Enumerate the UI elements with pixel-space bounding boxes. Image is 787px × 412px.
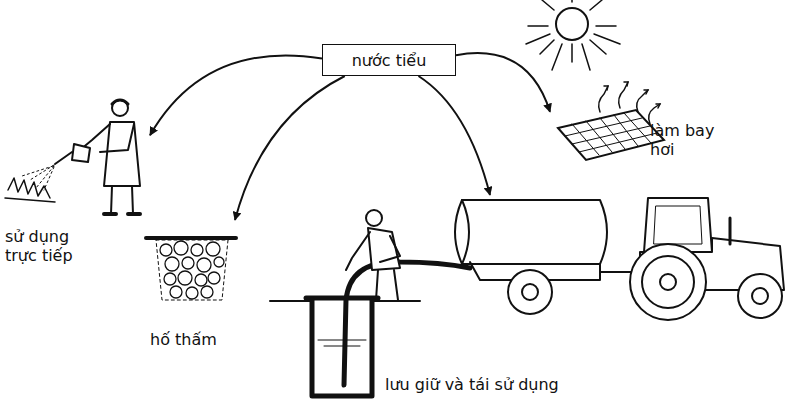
vapour-heads [604,82,660,108]
cab-window [654,206,702,244]
boots [104,212,140,216]
coat [104,122,140,186]
sun-rays [526,0,620,70]
ground [146,236,236,240]
rear-wheel [630,244,706,320]
trailer-wheel [508,270,552,314]
arm [100,124,134,152]
tank-end [462,200,469,264]
option-label: sử dụng trực tiếp [5,227,89,265]
tractor-cab [644,198,712,252]
use-option: hố thấm [145,220,245,352]
use-option: làm bay hơi [550,95,735,175]
storage-scene [270,198,784,396]
flow-arrow [456,53,550,112]
box-label: nước tiểu [352,51,427,70]
watering-man [5,100,140,214]
use-option: lưu giữ và tái sử dụng [290,195,785,407]
source-box: nước tiểu [322,44,456,76]
hub [522,284,538,300]
front-wheel [738,274,782,318]
soak-pit [146,238,236,300]
flow-arrow [150,55,322,135]
stones [160,241,224,299]
head [112,100,128,116]
tank [455,200,607,264]
vapour-arrows [599,82,660,124]
head [366,210,382,226]
evaporation-scene [526,0,664,160]
use-option: sử dụng trực tiếp [5,95,150,270]
urine-level [318,340,366,346]
hair [112,100,128,104]
hub [660,274,676,290]
rim [642,256,694,308]
option-label: hố thấm [150,330,217,349]
legs [376,270,398,300]
watering-can [72,144,90,162]
ground [5,198,55,202]
option-label: làm bay hơi [650,121,720,159]
tray-grid [565,113,657,155]
hub [752,288,768,304]
option-label: lưu giữ và tái sử dụng [385,375,559,394]
legs [111,186,133,214]
arm [380,236,400,262]
water-spray [22,165,54,190]
sun [556,8,588,40]
exhaust [729,218,732,244]
body [368,228,400,270]
pit-outline [156,240,228,300]
well-rim [306,296,378,301]
spout [55,152,72,164]
hose [344,262,470,385]
flow-arrow [235,76,345,220]
flow-arrow [418,76,490,195]
plants [8,178,50,198]
arm [346,232,370,270]
